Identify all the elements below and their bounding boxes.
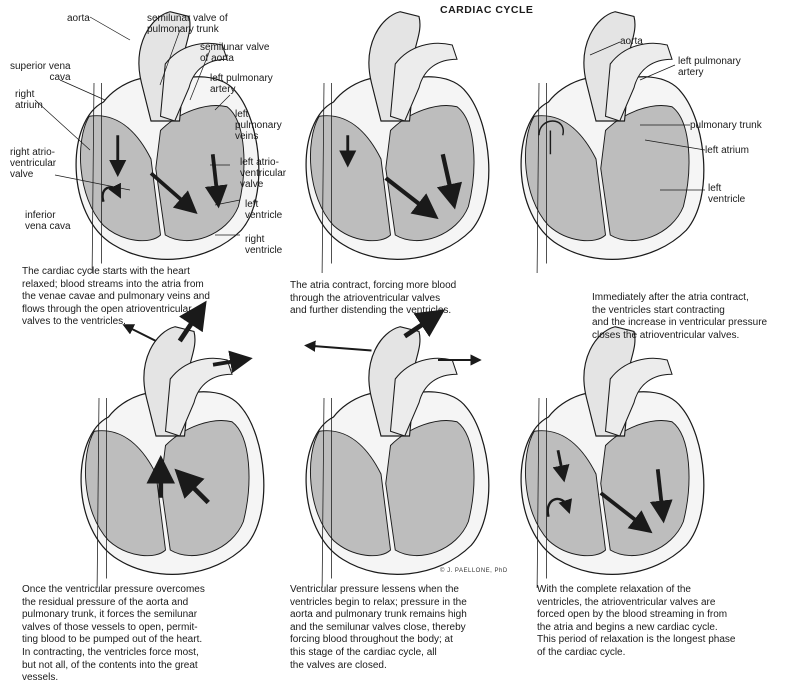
heart-diagram-4	[81, 313, 264, 589]
caption-stage-1: The cardiac cycle starts with the heart …	[22, 266, 272, 329]
label-pulmonary-trunk: pulmonary trunk	[690, 120, 762, 131]
label-aorta-3: aorta	[620, 36, 643, 47]
label-superior-vena-cava: superior vena cava	[10, 61, 71, 83]
label-left-av-valve: left atrio- ventricular valve	[240, 157, 286, 190]
caption-stage-5: Ventricular pressure lessens when the ve…	[290, 584, 525, 672]
label-left-ventricle-1: left ventricle	[245, 199, 282, 221]
label-left-pulmonary-veins: left pulmonary veins	[235, 109, 282, 142]
heart-diagram-6	[521, 327, 704, 588]
caption-stage-6: With the complete relaxation of the vent…	[537, 584, 792, 660]
label-right-atrium: right atrium	[15, 89, 43, 111]
heart-diagram-3	[521, 12, 704, 273]
caption-stage-2: The atria contract, forcing more blood t…	[290, 280, 520, 318]
heart-diagram-2	[306, 12, 489, 273]
label-left-pulmonary-artery-1: left pulmonary artery	[210, 73, 273, 95]
label-aorta-1: aorta	[67, 13, 90, 24]
label-inferior-vena-cava: inferior vena cava	[25, 210, 71, 232]
caption-stage-3: Immediately after the atria contract, th…	[592, 292, 802, 342]
label-right-av-valve: right atrio- ventricular valve	[10, 147, 56, 180]
label-left-pulmonary-artery-3: left pulmonary artery	[678, 56, 741, 78]
label-right-ventricle: right ventricle	[245, 234, 282, 256]
signature: © J. PAELLONE, PhD	[440, 568, 508, 574]
heart-diagram-5	[306, 317, 489, 588]
label-semilunar-valve-pulmonary-trunk: semilunar valve of pulmonary trunk	[147, 13, 228, 35]
label-left-ventricle-3: left ventricle	[708, 183, 745, 205]
label-left-atrium: left atrium	[705, 145, 749, 156]
caption-stage-4: Once the ventricular pressure overcomes …	[22, 584, 272, 685]
label-semilunar-valve-aorta: semilunar valve of aorta	[200, 42, 269, 64]
